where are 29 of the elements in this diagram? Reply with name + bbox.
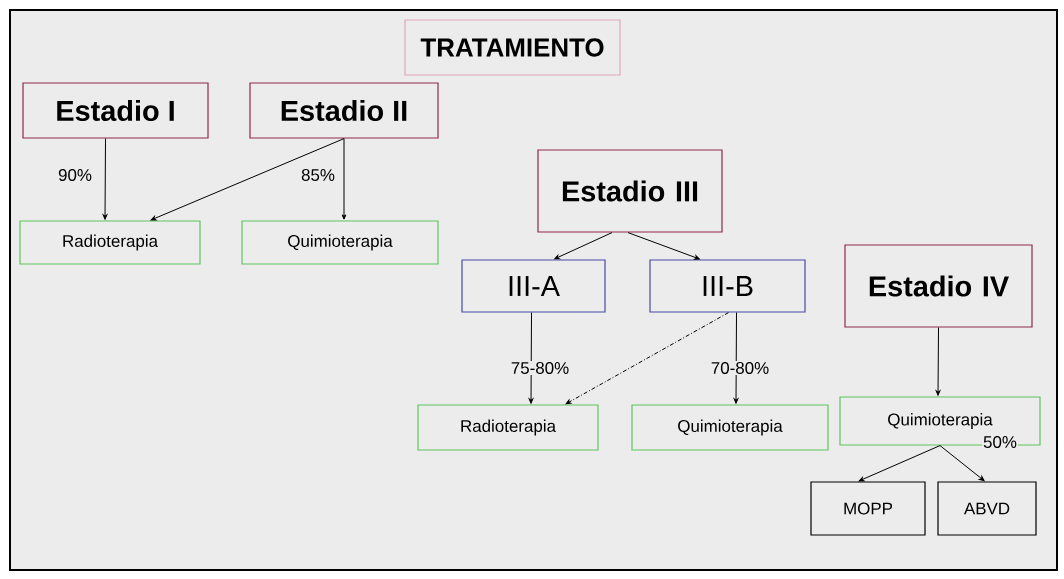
substage-box: III-B <box>649 259 806 313</box>
arrow <box>150 138 345 221</box>
arrow <box>935 327 941 396</box>
treatment-box: Radioterapia <box>417 404 599 451</box>
arrow <box>565 312 729 405</box>
edge-label: 90% <box>57 168 93 182</box>
treatment-box: Quimioterapia <box>631 404 829 451</box>
stage-box: Estadio IV <box>844 244 1033 328</box>
regimen-box: MOPP <box>810 481 926 536</box>
arrow <box>102 138 108 220</box>
arrow <box>554 232 613 260</box>
regimen-box: ABVD <box>937 481 1037 536</box>
stage-box: Estadio II <box>249 82 439 139</box>
arrow <box>341 138 347 220</box>
arrow <box>627 232 700 260</box>
edge-label: 70-80% <box>709 361 771 375</box>
edge-label: 75-80% <box>509 361 571 375</box>
arrow <box>939 445 985 482</box>
arrow <box>858 445 941 482</box>
arrow <box>733 312 739 404</box>
treatment-box: Radioterapia <box>19 220 201 265</box>
arrow <box>528 312 534 404</box>
stage-box: Estadio III <box>537 149 723 233</box>
title-box: TRATAMIENTO <box>404 19 621 76</box>
treatment-box: Quimioterapia <box>241 220 439 265</box>
edge-label: 50% <box>982 435 1018 449</box>
edge-label: 85% <box>300 168 336 182</box>
stage-box: Estadio I <box>22 82 209 139</box>
substage-box: III-A <box>461 259 606 313</box>
